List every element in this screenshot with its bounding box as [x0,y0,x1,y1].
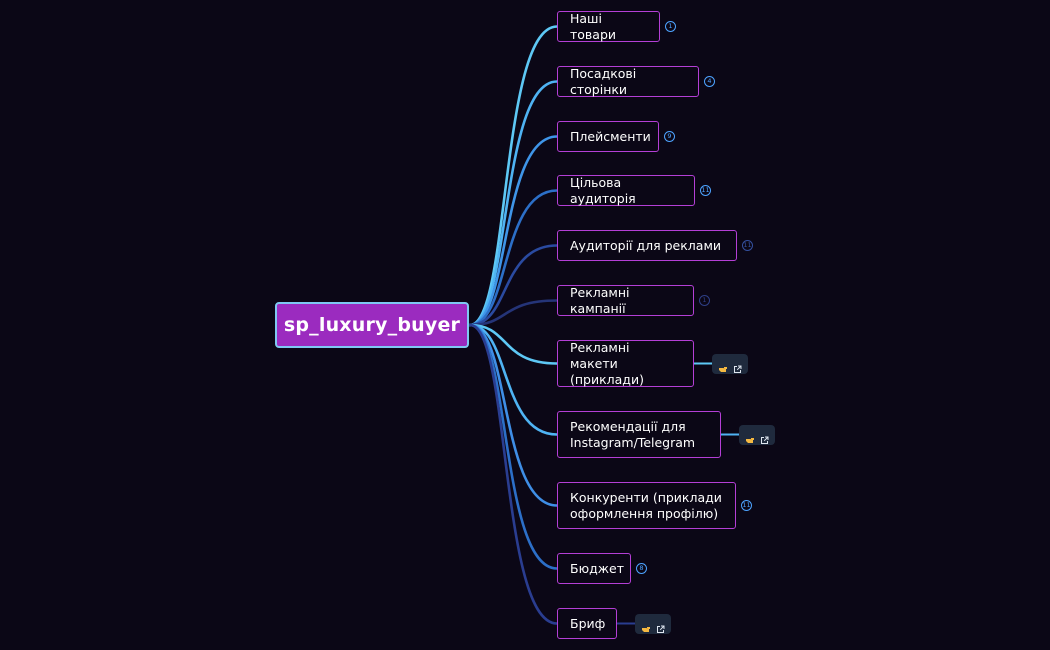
root-label: sp_luxury_buyer [283,314,461,336]
link-chip[interactable] [712,353,748,374]
hand-pointing-icon [745,430,755,443]
branch-node-label: Бюджет [570,560,624,576]
child-count-badge[interactable]: 1 [665,21,676,32]
child-count-badge[interactable]: 11 [700,185,711,196]
external-link-icon[interactable] [656,619,665,633]
child-count-badge[interactable]: 1 [699,295,710,306]
external-link-icon[interactable] [733,359,742,373]
branch-node-8[interactable]: Рекомендації для Instagram/Telegram [557,411,721,458]
branch-link-3 [468,135,559,327]
branch-node-label: Плейсменти [570,128,651,144]
branch-link-6 [468,299,559,327]
child-count-badge[interactable]: 11 [741,500,752,511]
branch-node-11[interactable]: Бриф [557,608,617,639]
branch-node-1[interactable]: Наші товари [557,11,660,42]
branch-node-label: Аудиторії для реклами [570,237,722,253]
branch-node-label: Рекламні макети (приклади) [570,339,644,387]
branch-link-7 [468,323,559,365]
branch-node-2[interactable]: Посадкові сторінки [557,66,699,97]
link-chip[interactable] [635,613,671,634]
branch-node-label: Посадкові сторінки [570,65,637,97]
branch-node-label: Конкуренти (приклади оформлення профілю) [570,489,722,521]
link-chip[interactable] [739,424,775,445]
branch-node-label: Рекламні кампанії [570,284,630,316]
hand-pointing-icon [718,359,728,372]
branch-node-4[interactable]: Цільова аудиторія [557,175,695,206]
branch-node-label: Цільова аудиторія [570,174,636,206]
branch-node-5[interactable]: Аудиторії для реклами [557,230,737,261]
branch-link-11 [468,323,559,625]
external-link-icon[interactable] [760,430,769,444]
branch-node-7[interactable]: Рекламні макети (приклади) [557,340,694,387]
child-count-badge[interactable]: 4 [704,76,715,87]
branch-link-4 [468,189,559,327]
hand-pointing-icon [641,619,651,632]
child-count-badge[interactable]: 8 [636,563,647,574]
branch-node-6[interactable]: Рекламні кампанії [557,285,694,316]
child-count-badge[interactable]: 11 [742,240,753,251]
root-node[interactable]: sp_luxury_buyer [275,302,469,348]
branch-node-label: Рекомендації для Instagram/Telegram [570,418,696,450]
branch-node-3[interactable]: Плейсменти [557,121,659,152]
branch-node-label: Бриф [570,615,606,631]
branch-node-9[interactable]: Конкуренти (приклади оформлення профілю) [557,482,736,529]
branch-link-5 [468,244,559,327]
branch-node-10[interactable]: Бюджет [557,553,631,584]
child-count-badge[interactable]: 9 [664,131,675,142]
branch-link-2 [468,80,559,327]
branch-link-8 [468,323,559,436]
branch-node-label: Наші товари [570,10,617,42]
branch-link-1 [468,25,559,327]
branch-link-9 [468,323,559,507]
